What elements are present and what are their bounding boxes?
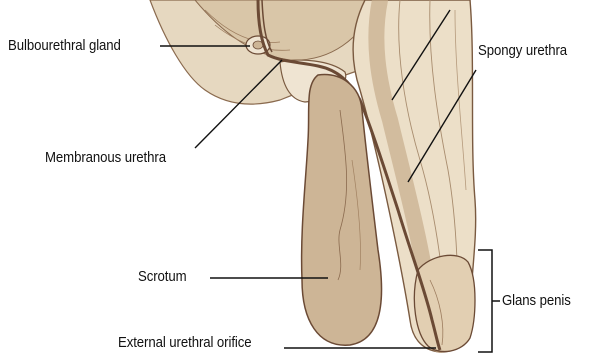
label-glans-penis: Glans penis	[502, 292, 571, 309]
glans-bracket	[478, 250, 500, 352]
label-bulbourethral-gland: Bulbourethral gland	[8, 37, 121, 54]
label-scrotum: Scrotum	[138, 268, 187, 285]
label-external-urethral-orifice: External urethral orifice	[118, 334, 252, 351]
label-membranous-urethra: Membranous urethra	[45, 149, 166, 166]
glans-penis-shape	[414, 255, 475, 351]
label-spongy-urethra: Spongy urethra	[478, 42, 567, 59]
